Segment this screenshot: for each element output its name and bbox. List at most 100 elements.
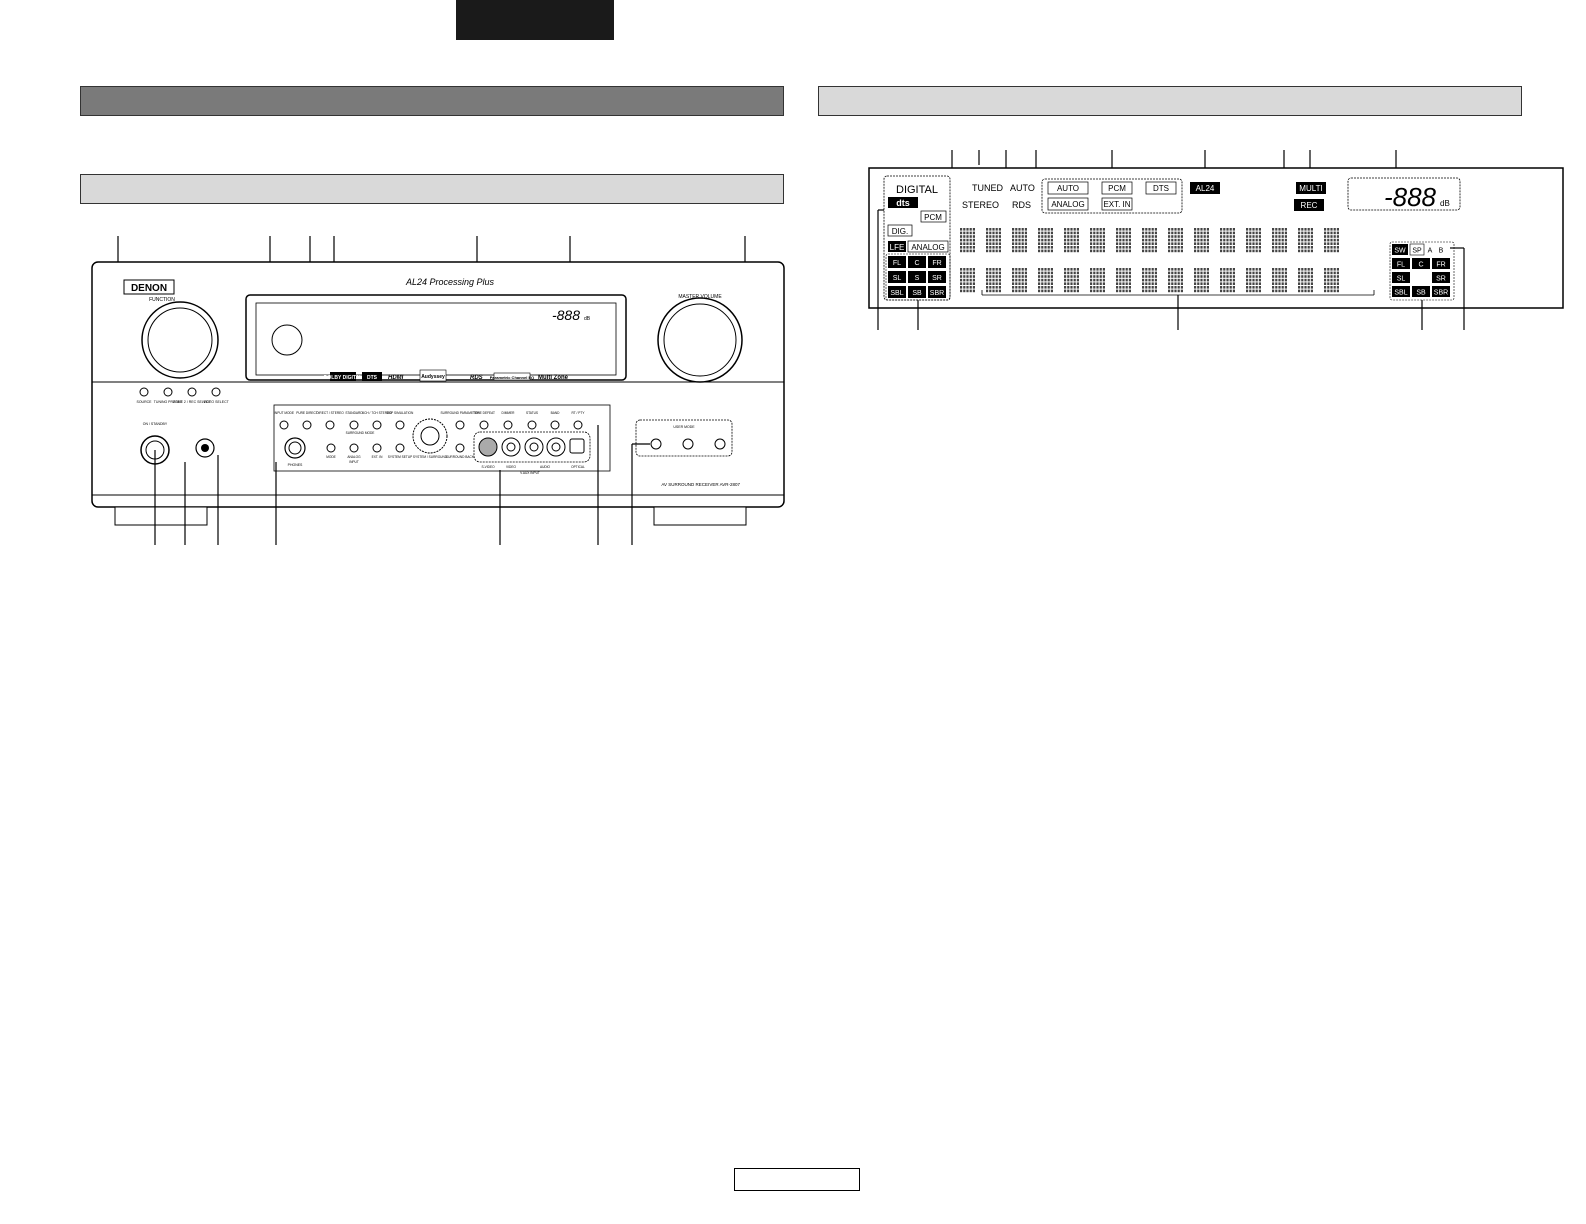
system-setup-label: SYSTEM SETUP [388, 455, 413, 459]
video-select-label: VIDEO SELECT [203, 400, 229, 404]
source-button[interactable] [139, 387, 149, 397]
rt-pty-button[interactable] [573, 420, 583, 430]
enter-button[interactable] [420, 426, 440, 446]
rec-indicator: REC [1301, 201, 1318, 210]
right-ch-sb-10: SB [1416, 290, 1426, 297]
eq-logo: Parametric Channel EQ [490, 375, 534, 380]
band-label: BAND [551, 411, 561, 415]
dot-matrix-cell [1246, 268, 1261, 293]
surround-mode-label: SURROUND MODE [346, 431, 375, 435]
optical-label: OPTICAL [571, 465, 585, 469]
s-video-jack[interactable] [478, 437, 498, 457]
tone-defeat-button[interactable] [479, 420, 489, 430]
user-mode-2-button[interactable] [682, 438, 694, 450]
right-foot [653, 506, 747, 526]
surround-back-label: SURROUND BACK [446, 455, 475, 459]
right-ch-sl-7: SL [1397, 276, 1406, 283]
mode-button[interactable] [326, 443, 336, 453]
band-button[interactable] [550, 420, 560, 430]
status-label: STATUS [526, 411, 538, 415]
left-ch-box-sr [928, 271, 946, 283]
callout-lines-bottom [154, 425, 650, 545]
audio-l-jack[interactable] [524, 437, 544, 457]
remote-sensor [271, 324, 303, 356]
input-pcm-indicator: PCM [1108, 184, 1126, 193]
volume-display [1347, 177, 1461, 211]
surround-back-button[interactable] [455, 443, 465, 453]
dot-matrix-cell [986, 228, 1001, 253]
right-ch-a-2: A [1428, 248, 1433, 255]
dot-matrix-cell [960, 268, 975, 293]
dolby-digital-indicator: DIGITAL [896, 184, 938, 196]
dot-matrix-cell [1064, 228, 1079, 253]
user-mode-1-button[interactable] [650, 438, 662, 450]
surround-parameter-label: SURROUND PARAMETER [441, 411, 481, 415]
surround-parameter-button[interactable] [455, 420, 465, 430]
master-volume-knob[interactable] [657, 297, 743, 383]
analog-button[interactable] [349, 443, 359, 453]
audyssey-logo: Audyssey [421, 374, 445, 380]
left-ch-box-sb [908, 286, 926, 298]
left-ch-sbr: SBR [930, 290, 944, 297]
status-button[interactable] [527, 420, 537, 430]
stereo-7ch-button[interactable] [372, 420, 382, 430]
page-number-box [734, 1168, 860, 1191]
dot-matrix-cell [1142, 228, 1157, 253]
dot-matrix-cell [1090, 228, 1105, 253]
user-mode-3-button[interactable] [714, 438, 726, 450]
dot-matrix-cell [986, 268, 1001, 293]
dot-matrix-cell [1246, 228, 1261, 253]
input-mode-button[interactable] [279, 420, 289, 430]
ext-in-button[interactable] [372, 443, 382, 453]
tone-defeat-label: TONE DEFEAT [473, 411, 495, 415]
dsp-simulation-button[interactable] [395, 420, 405, 430]
right-ch-box-10 [1412, 286, 1430, 297]
tuning-preset-button[interactable] [163, 387, 173, 397]
dot-matrix-cell [1142, 268, 1157, 293]
left-foot [114, 506, 208, 526]
video-jack[interactable] [501, 437, 521, 457]
logo-strip: DOLBY DIGITAL DTS HDMI Audyssey RDS Para… [324, 369, 569, 382]
right-ch-sp-1: SP [1412, 248, 1422, 255]
left-ch-box-sbr [928, 286, 946, 298]
pure-direct-button[interactable] [302, 420, 312, 430]
right-ch-fr-6: FR [1436, 262, 1445, 269]
dot-matrix-cell [1012, 268, 1027, 293]
system-setup-button[interactable] [395, 443, 405, 453]
dot-matrix-cell [1194, 228, 1209, 253]
optical-jack[interactable] [569, 438, 585, 454]
function-knob[interactable] [141, 301, 219, 379]
right-ch-sbr-11: SBR [1434, 290, 1448, 297]
tuning-preset-label: TUNING PRESET [154, 400, 183, 404]
right-ch-box-11 [1432, 286, 1450, 297]
display-readout: -888 [552, 307, 580, 323]
standard-button[interactable] [349, 420, 359, 430]
hdmi-logo: HDMI [388, 375, 404, 381]
phones-label: PHONES [288, 463, 303, 467]
right-ch-box-9 [1392, 286, 1410, 297]
display-header-bar [818, 86, 1522, 116]
db-indicator: dB [1440, 199, 1450, 208]
button-row-1: INPUT MODE PURE DIRECT DIRECT / STEREO S… [274, 411, 585, 435]
zone2-button[interactable] [187, 387, 197, 397]
direct-stereo-button[interactable] [325, 420, 335, 430]
brand-logo: DENON [131, 283, 167, 294]
front-panel-header-bar [80, 174, 784, 204]
left-ch-box-sl [888, 271, 906, 283]
dimmer-button[interactable] [503, 420, 513, 430]
input-ext-in-indicator: EXT. IN [1103, 200, 1130, 209]
dot-matrix-cell [1116, 268, 1131, 293]
dot-matrix-cell [1298, 268, 1313, 293]
front-panel-diagram: DENON FUNCTION MASTER VOLUME AL24 Proces… [91, 236, 785, 545]
audio-r-jack[interactable] [546, 437, 566, 457]
left-channel-grid [885, 253, 951, 301]
dts-logo: DTS [367, 375, 378, 381]
user-mode-label: USER MODE [673, 425, 695, 429]
stereo-7ch-label: 5CH / 7CH STEREO [362, 411, 392, 415]
input-auto-indicator: AUTO [1057, 184, 1079, 193]
input-analog-indicator: ANALOG [1051, 200, 1084, 209]
ext-in-label: EXT. IN [372, 455, 384, 459]
input-dts-indicator: DTS [1153, 184, 1169, 193]
video-select-button[interactable] [211, 387, 221, 397]
